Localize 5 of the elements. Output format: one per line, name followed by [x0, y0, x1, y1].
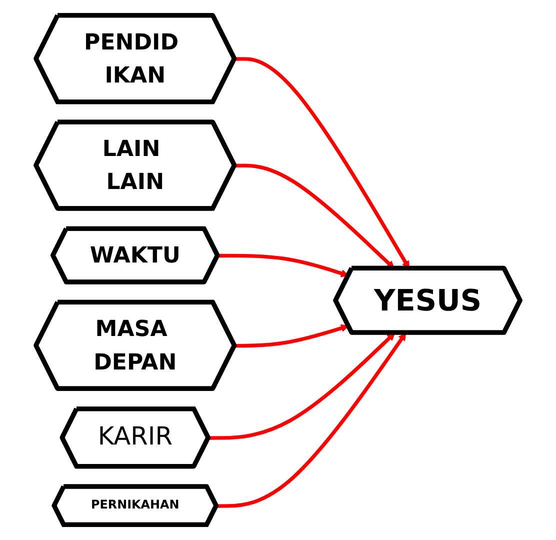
arrow	[216, 332, 406, 508]
arrow	[208, 332, 396, 440]
arrow	[234, 324, 349, 348]
arrow	[234, 57, 410, 269]
arrow	[218, 254, 349, 278]
